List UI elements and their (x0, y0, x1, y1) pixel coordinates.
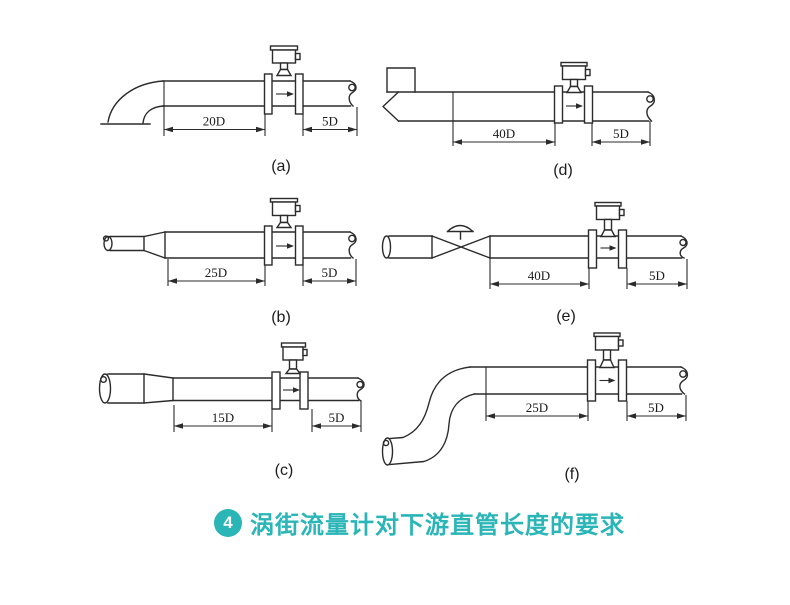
dimension-upstream: 40D (489, 258, 590, 289)
pipe (469, 366, 689, 395)
dim-label: 25D (205, 265, 227, 280)
dim-label: 40D (493, 126, 515, 141)
flow-arrow-icon (600, 245, 617, 251)
pipe-break-icon (348, 83, 356, 92)
diagram-label: (f) (564, 466, 579, 483)
diagram-b: 25D 5D (b) (102, 197, 357, 326)
pipe-end-icon (381, 437, 394, 466)
pipe-break-icon (356, 380, 364, 389)
s-bend-pipe-icon (381, 366, 476, 466)
dimension-upstream: 25D (167, 259, 266, 286)
diagram-c: 15D 5D (c) (98, 342, 365, 479)
dimension-downstream: 5D (302, 259, 357, 286)
dimension-upstream: 15D (173, 405, 273, 432)
vertical-pipe-icon (386, 67, 416, 93)
diagram-label: (a) (271, 158, 291, 175)
flow-arrow-icon (599, 377, 616, 384)
vortex-flowmeter-icon (586, 332, 628, 402)
pipe (162, 80, 357, 107)
pipe-end-icon (381, 235, 392, 259)
dimension-upstream: 25D (485, 367, 589, 421)
vortex-flowmeter-icon (553, 61, 594, 124)
diagram-d: 40D 5D (d) (382, 61, 656, 179)
diagram-label: (d) (553, 162, 573, 179)
dim-label: 5D (648, 400, 664, 415)
caption-number-badge: 4 (214, 508, 242, 537)
pipe-break-icon (348, 234, 356, 243)
dim-label: 5D (322, 265, 338, 280)
pipe-break-icon (679, 238, 687, 247)
reducer-icon (143, 373, 174, 404)
diagram-label: (e) (556, 308, 576, 325)
diagram-a: 20D 5D (a) (100, 45, 358, 175)
diagram-f: 25D 5D (f) (381, 332, 689, 483)
dimension-downstream: 5D (311, 401, 362, 432)
vortex-flowmeter-icon (263, 197, 304, 266)
dimension-downstream: 5D (626, 259, 688, 289)
dim-label: 20D (203, 114, 225, 129)
flow-arrow-icon (283, 387, 300, 393)
pipe (382, 67, 656, 122)
vortex-flowmeter-icon (263, 45, 304, 115)
diagram-label: (c) (275, 462, 294, 479)
dim-label: 5D (649, 268, 665, 283)
dim-label: 40D (528, 268, 550, 283)
pipe-break-icon (646, 95, 654, 103)
diagram-label: (b) (271, 309, 291, 326)
figure-caption: 4 涡街流量计对下游直管长度的要求 (214, 505, 625, 540)
valve-icon (431, 224, 491, 259)
dim-label: 5D (329, 410, 345, 425)
pipe (102, 231, 357, 259)
dimension-downstream: 5D (626, 395, 687, 421)
dimension-upstream: 40D (452, 92, 556, 146)
vortex-flowmeter-icon (587, 201, 628, 269)
vortex-flowmeter-icon (271, 342, 309, 410)
dim-label: 15D (212, 410, 234, 425)
pipe (98, 373, 365, 404)
dimension-downstream: 5D (302, 107, 358, 136)
pipe (381, 235, 688, 259)
pipe-break-icon (679, 370, 687, 378)
dim-label: 5D (322, 114, 338, 129)
dimension-upstream: 20D (163, 81, 266, 136)
diagram-e: 40D 5D (e) (381, 201, 688, 325)
expander-icon (143, 231, 166, 259)
pipe-end-icon (98, 373, 112, 404)
flow-arrow-icon (276, 91, 294, 97)
elbow-pipe-icon (100, 80, 164, 125)
mitre-elbow-icon (382, 91, 400, 122)
dim-label: 5D (613, 126, 629, 141)
caption-text: 涡街流量计对下游直管长度的要求 (250, 512, 625, 539)
dimension-downstream: 5D (591, 121, 651, 146)
flow-arrow-icon (566, 103, 583, 109)
dim-label: 25D (526, 400, 548, 415)
flow-arrow-icon (276, 243, 294, 249)
